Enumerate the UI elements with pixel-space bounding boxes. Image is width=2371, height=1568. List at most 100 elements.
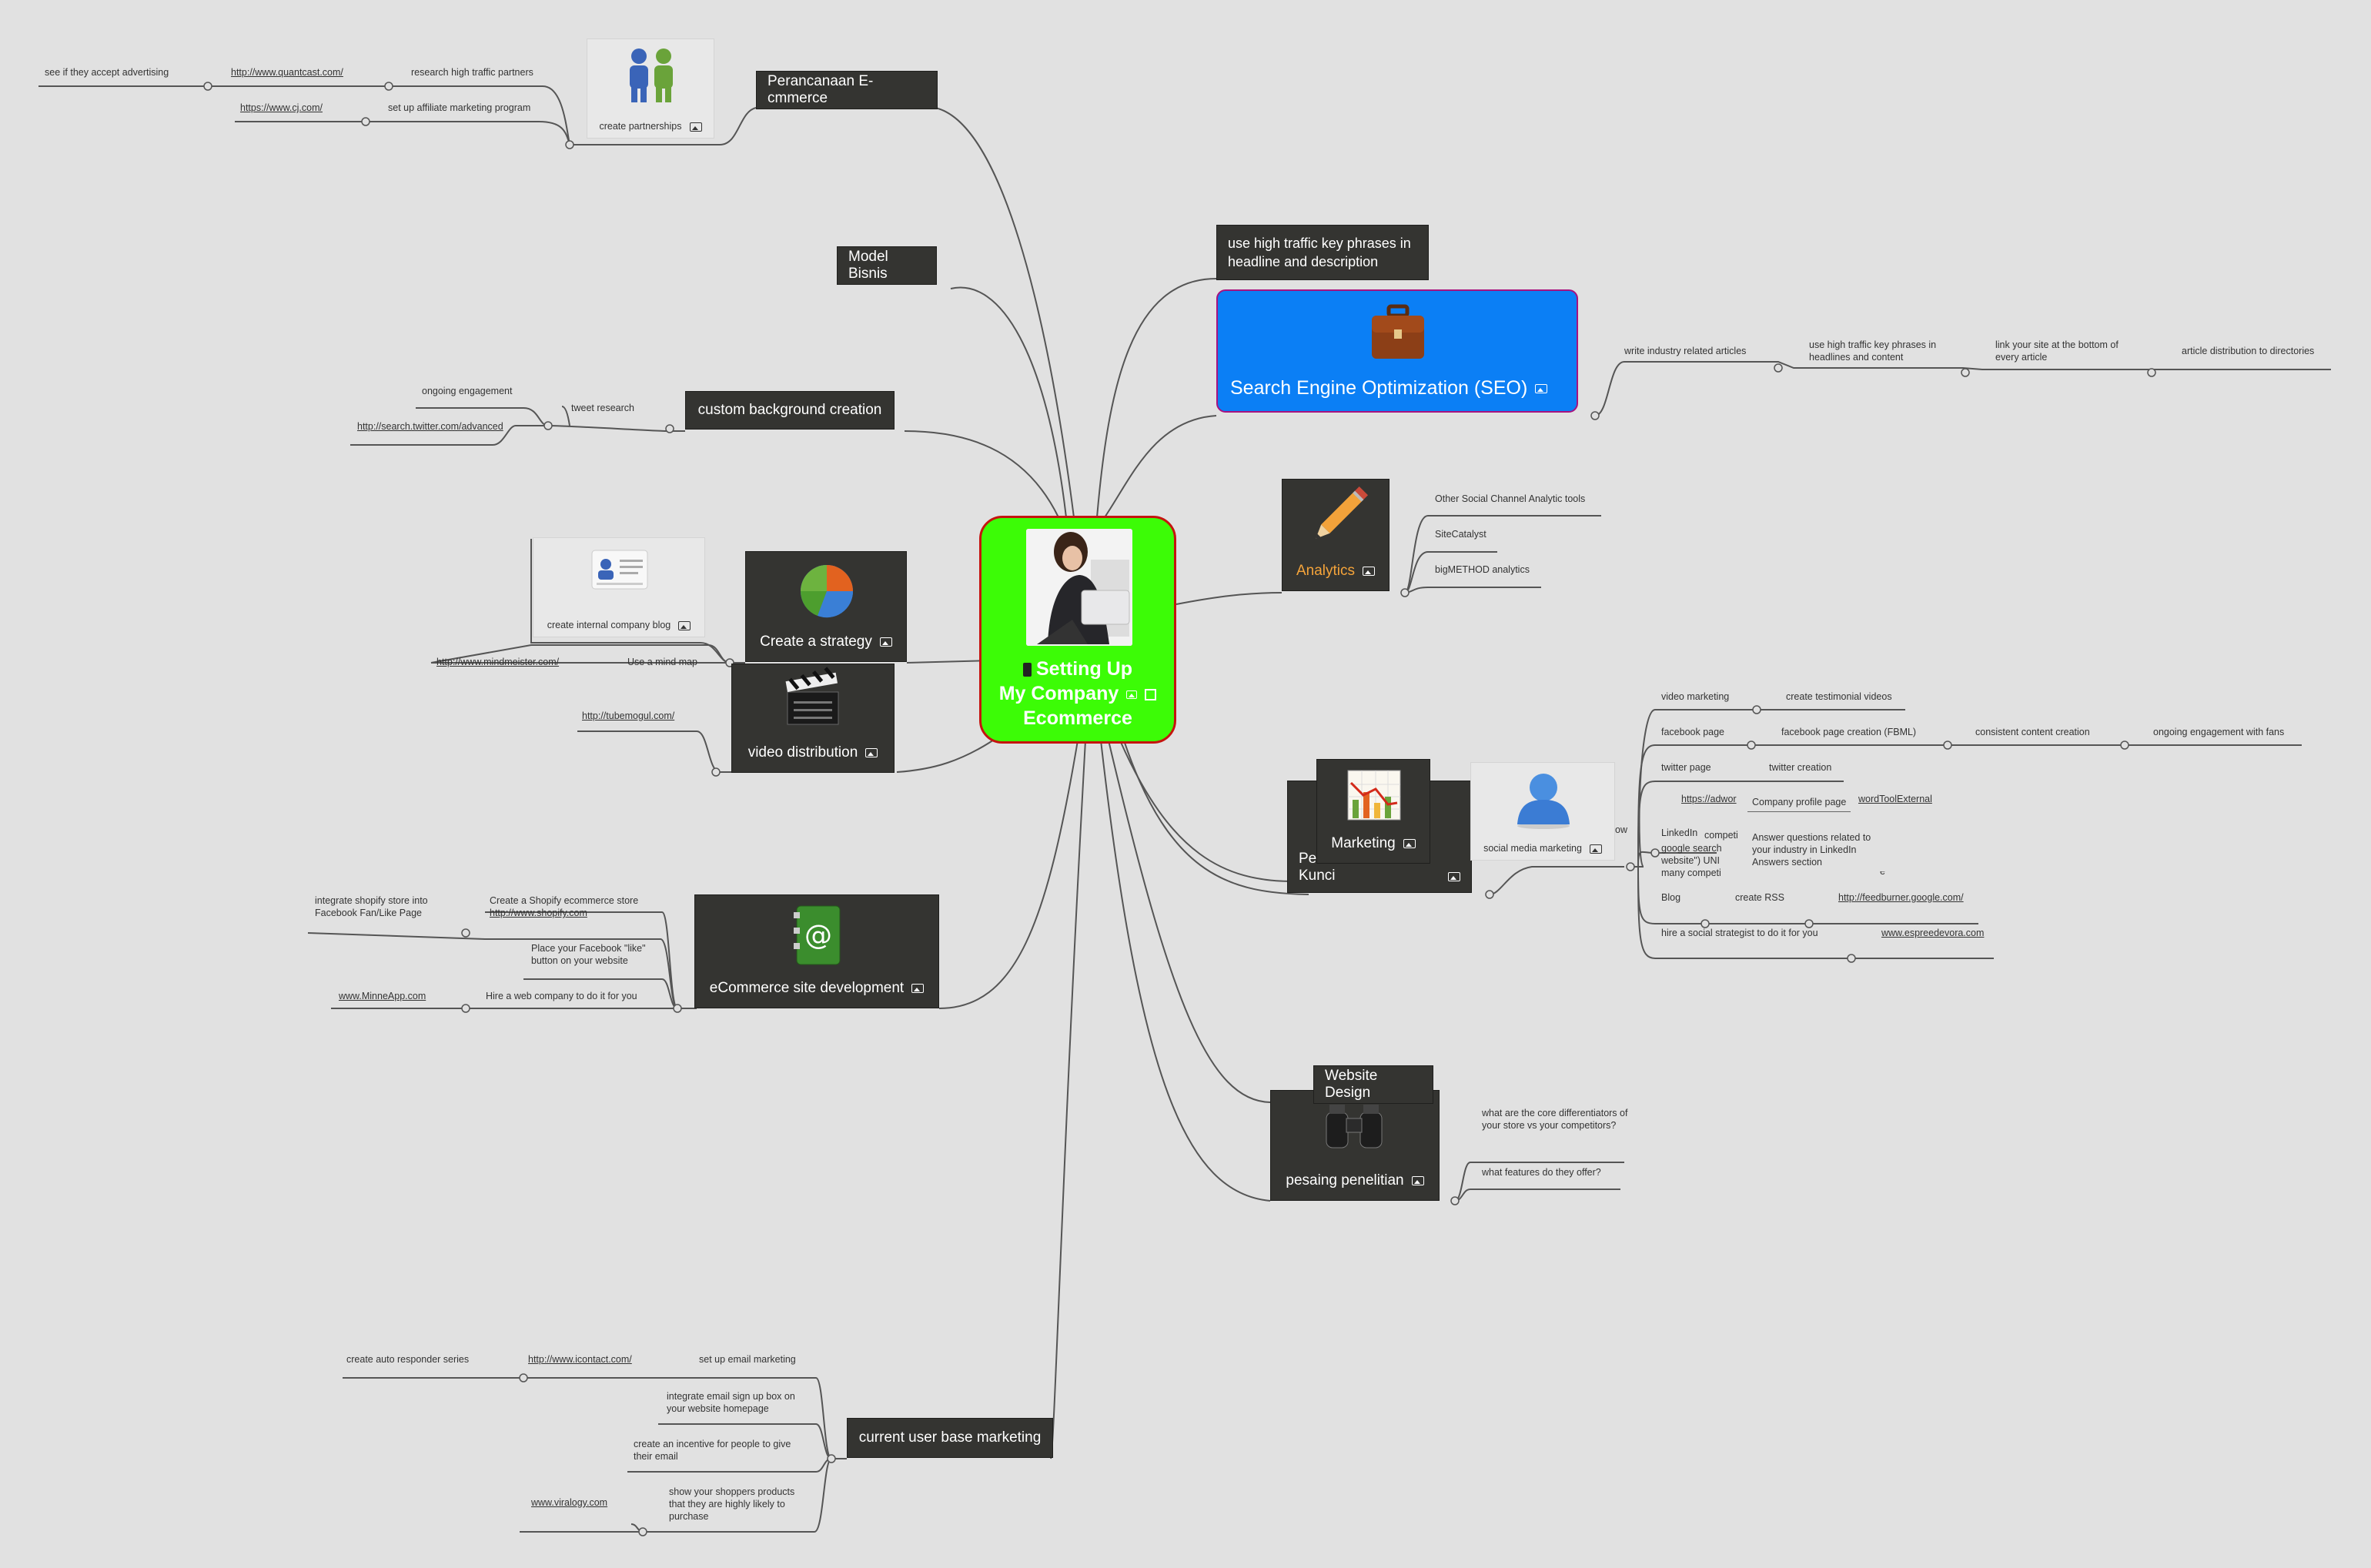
leaf-research-partners[interactable]: research high traffic partners [411,67,533,78]
node-ecommerce-dev[interactable]: @ eCommerce site development [694,894,939,1008]
svg-text:@: @ [804,920,832,951]
leaf-twitter-page[interactable]: twitter page [1661,762,1711,773]
node-current-user-base[interactable]: current user base marketing [847,1418,1053,1458]
clapperboard-icon [785,667,839,725]
node-key-phrases[interactable]: use high traffic key phrases in headline… [1216,225,1429,280]
leaf-create-shopify[interactable]: Create a Shopify ecommerce store http://… [490,895,639,918]
briefcase-icon [1372,304,1424,359]
leaf-linkedin[interactable]: LinkedIn [1661,827,1698,838]
leaf-google-search-fragment: google search [1661,843,1722,854]
image-icon[interactable] [1403,838,1416,848]
leaf-video-marketing[interactable]: video marketing [1661,691,1730,702]
leaf-keyword-tool-link[interactable]: wordToolExternal [1858,794,1932,804]
node-custom-background[interactable]: custom background creation [685,391,895,430]
leaf-testimonial-videos[interactable]: create testimonial videos [1786,691,1892,702]
leaf-website-und-fragment: website") UNI [1661,855,1720,866]
image-icon[interactable] [1589,844,1602,854]
leaf-fbml[interactable]: facebook page creation (FBML) [1781,727,1917,737]
leaf-hire-strategist[interactable]: hire a social strategist to do it for yo… [1661,928,1818,938]
leaf-other-social[interactable]: Other Social Channel Analytic tools [1435,493,1586,504]
node-create-strategy[interactable]: Create a strategy [745,551,907,662]
image-icon[interactable] [1535,384,1548,394]
leaf-feedburner-link[interactable]: http://feedburner.google.com/ [1838,892,1964,903]
leaf-blog[interactable]: Blog [1661,892,1681,903]
image-icon[interactable] [1126,690,1138,699]
pencil-icon [1316,486,1369,539]
leaf-ongoing-engagement[interactable]: ongoing engagement [422,386,513,396]
node-pesaing-penelitian[interactable]: pesaing penelitian [1270,1090,1440,1201]
leaf-adwords-link[interactable]: https://adwor [1681,794,1737,804]
leaf-bigmethod[interactable]: bigMETHOD analytics [1435,564,1530,575]
leaf-incentive[interactable]: create an incentive for people to give t… [634,1439,791,1462]
leaf-minneapp-link[interactable]: www.MinneApp.com [339,991,426,1001]
leaf-mindmeister-link[interactable]: http://www.mindmeister.com/ [436,657,560,667]
leaf-twitter-search-link[interactable]: http://search.twitter.com/advanced [357,421,503,432]
leaf-many-competi-fragment: many competi [1661,868,1721,878]
leaf-article-distribution[interactable]: article distribution to directories [2182,346,2315,356]
node-analytics[interactable]: Analytics [1282,479,1389,591]
node-marketing[interactable]: Marketing [1316,759,1430,864]
leaf-differentiators[interactable]: what are the core differentiators of you… [1482,1108,1628,1131]
people-icon [630,48,673,102]
image-icon[interactable] [1363,566,1376,576]
leaf-answer-questions[interactable]: Answer questions related to your industr… [1747,825,1895,871]
leaf-ongoing-fans[interactable]: ongoing engagement with fans [2153,727,2285,737]
image-icon[interactable] [1448,872,1460,881]
leaf-write-articles[interactable]: write industry related articles [1624,346,1747,356]
leaf-tubemogul-link[interactable]: http://tubemogul.com/ [582,710,675,721]
image-icon[interactable] [879,637,892,647]
leaf-place-like[interactable]: Place your Facebook "like" button on you… [531,943,646,966]
leaf-email-marketing[interactable]: set up email marketing [699,1354,796,1365]
leaf-espreedevora-link[interactable]: www.espreedevora.com [1881,928,1985,938]
leaf-viralogy-link[interactable]: www.viralogy.com [531,1497,608,1508]
image-icon[interactable] [678,620,691,630]
leaf-icontact-link[interactable]: http://www.icontact.com/ [528,1354,632,1365]
leaf-quantcast-link[interactable]: http://www.quantcast.com/ [231,67,343,78]
leaf-show-products[interactable]: show your shoppers products that they ar… [669,1486,795,1522]
node-website-design[interactable]: Website Design [1313,1065,1433,1104]
leaf-sitecatalyst[interactable]: SiteCatalyst [1435,529,1486,540]
leaf-tweet-research[interactable]: tweet research [571,403,634,413]
image-icon[interactable] [911,983,925,993]
social-media-marketing-card[interactable]: social media marketing [1470,762,1615,861]
leaf-facebook-page[interactable]: facebook page [1661,727,1725,737]
center-topic[interactable]: Setting Up My Company Ecommerce [979,516,1176,744]
leaf-create-rss[interactable]: create RSS [1735,892,1784,903]
leaf-features[interactable]: what features do they offer? [1482,1167,1601,1178]
image-icon[interactable] [865,747,878,757]
leaf-integrate-shopify[interactable]: integrate shopify store into Facebook Fa… [315,895,428,918]
leaf-email-signup[interactable]: integrate email sign up box on your webs… [667,1391,795,1414]
leaf-consistent-content[interactable]: consistent content creation [1975,727,2090,737]
pie-chart-icon [800,565,854,618]
leaf-auto-responder[interactable]: create auto responder series [346,1354,470,1365]
image-icon[interactable] [1411,1175,1424,1185]
contact-card-icon [591,550,648,590]
leaf-hire-web[interactable]: Hire a web company to do it for you [486,991,637,1001]
leaf-cj-link[interactable]: https://www.cj.com/ [240,102,323,113]
leaf-affiliate[interactable]: set up affiliate marketing program [388,102,531,113]
node-seo[interactable]: Search Engine Optimization (SEO) [1216,289,1578,413]
address-book-icon: @ [794,905,841,965]
center-title: Setting Up My Company Ecommerce [982,657,1174,731]
leaf-see-if[interactable]: see if they accept advertising [45,67,169,78]
leaf-key-phrases-headlines[interactable]: use high traffic key phrases in headline… [1809,339,1937,363]
leaf-e-fragment: e [1880,866,1885,877]
shopify-link[interactable]: http://www.shopify.com [490,908,587,918]
image-icon[interactable] [689,122,702,132]
businesswoman-photo [1026,529,1132,646]
leaf-competi-fragment: competi [1704,830,1738,841]
leaf-use-mind-map[interactable]: Use a mind map [627,657,698,667]
user-icon [1517,774,1570,829]
binoculars-icon [1326,1105,1383,1148]
leaf-twitter-creation[interactable]: twitter creation [1769,762,1832,773]
leaf-company-profile[interactable]: Company profile page [1747,788,1851,812]
leaf-link-site[interactable]: link your site at the bottom of every ar… [1995,339,2119,363]
node-perancanaan[interactable]: Perancanaan E-cmmerce [756,71,938,109]
node-video-distribution[interactable]: video distribution [731,664,895,773]
internal-blog-card[interactable]: create internal company blog [533,537,705,637]
note-icon[interactable] [1145,688,1157,700]
create-partnerships-card[interactable]: create partnerships [587,38,714,139]
mobile-icon [1023,663,1032,677]
node-model-bisnis[interactable]: Model Bisnis [837,246,937,285]
